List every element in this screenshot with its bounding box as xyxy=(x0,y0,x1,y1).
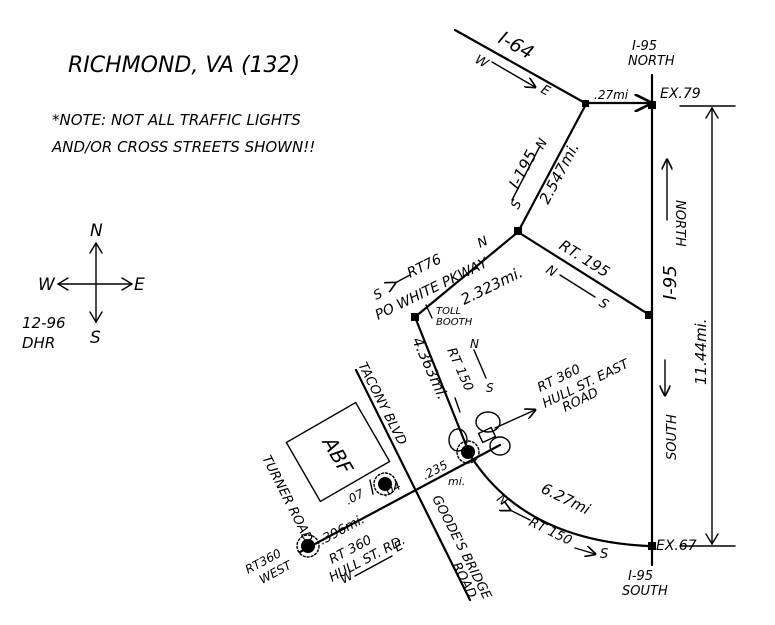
rt150-upper-north: N xyxy=(470,337,479,351)
i95-north-dir: NORTH xyxy=(628,54,675,69)
powhite-road xyxy=(413,230,520,319)
traffic-light-rt150 xyxy=(456,440,480,464)
compass-south: S xyxy=(90,328,101,348)
i195-north: N xyxy=(533,136,551,152)
i95-north-side-label: NORTH xyxy=(672,200,687,247)
distance-0-07: .07 xyxy=(343,486,367,507)
i64-label: I-64 xyxy=(495,27,538,64)
rt76-south: S xyxy=(371,286,385,303)
map-title: RICHMOND, VA (132) xyxy=(68,53,300,78)
distance-0-27: .27mi xyxy=(594,88,629,102)
note-line-2: AND/OR CROSS STREETS SHOWN!! xyxy=(51,138,315,156)
i195-south: S xyxy=(508,198,525,212)
rt150-lower-south: S xyxy=(600,547,608,562)
compass-north: N xyxy=(90,221,103,241)
compass-rose: N S E W xyxy=(38,221,145,348)
traffic-light-turner xyxy=(296,534,320,558)
i195-road xyxy=(516,104,587,234)
traffic-light-tacony xyxy=(373,472,397,496)
rt150-lower-road xyxy=(468,453,650,548)
compass-west: W xyxy=(38,275,56,295)
exit-67-label: EX.67 xyxy=(656,538,697,554)
abf-label: ABF xyxy=(317,431,358,479)
toll-booth-label-1: TOLL xyxy=(436,306,461,317)
turner-road-label: TURNER ROAD xyxy=(258,453,315,545)
distance-6-27: 6.27mi xyxy=(538,479,594,518)
credit-initials: DHR xyxy=(22,334,55,352)
i95-south-label: I-95 xyxy=(628,569,653,584)
rt150-upper-road xyxy=(413,315,472,457)
i95-south-dir: SOUTH xyxy=(622,584,668,599)
rt150-upper-south: S xyxy=(486,381,494,395)
i64-west: W xyxy=(472,52,492,72)
rt195-north: N xyxy=(543,263,559,281)
rt76-north: N xyxy=(475,234,491,252)
rt150-lower-label: RT 150 xyxy=(526,515,574,549)
exit-79-label: EX.79 xyxy=(660,86,701,102)
i95-north-label: I-95 xyxy=(632,39,657,54)
rt150-lower-north: N xyxy=(493,492,510,510)
rt195-i95-node xyxy=(645,311,653,319)
note-line-1: *NOTE: NOT ALL TRAFFIC LIGHTS xyxy=(52,111,301,129)
cloverleaf-interchange xyxy=(448,411,511,456)
distance-0-235-unit: mi. xyxy=(448,475,465,488)
i64-road xyxy=(453,28,587,105)
rt195-south: S xyxy=(596,296,611,313)
compass-east: E xyxy=(134,275,145,295)
abf-terminal-box xyxy=(285,401,391,503)
tacony-goodes-road xyxy=(354,368,472,602)
i64-east: E xyxy=(538,82,553,99)
exit-67-node xyxy=(648,542,656,550)
distance-4-363: 4.363mi. xyxy=(408,334,451,402)
credit-date: 12-96 xyxy=(22,314,66,332)
tacony-label: TACONY BLVD xyxy=(354,360,409,448)
i95-mid-label: I-95 xyxy=(660,265,681,300)
rt195-road xyxy=(516,230,650,316)
toll-booth-label-2: BOOTH xyxy=(436,317,473,328)
distance-11-44: 11.44mi. xyxy=(692,319,710,386)
i95-south-side-label: SOUTH xyxy=(665,414,680,460)
